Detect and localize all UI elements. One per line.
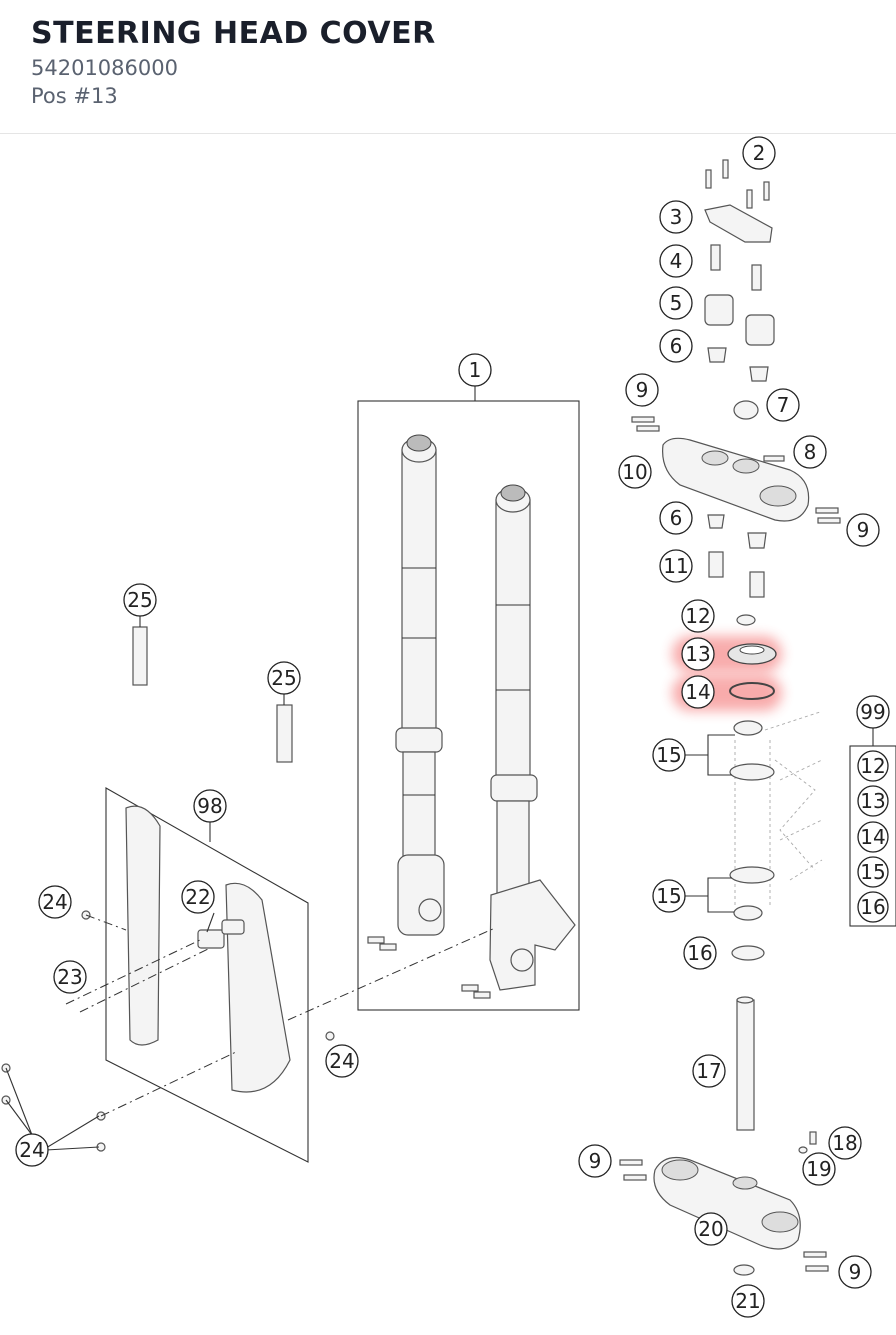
svg-text:23: 23	[57, 965, 82, 989]
callout-3[interactable]: 3	[659, 200, 693, 234]
kit-99-box	[849, 728, 896, 927]
svg-text:1: 1	[469, 358, 482, 382]
svg-text:9: 9	[589, 1149, 602, 1173]
svg-text:10: 10	[622, 460, 647, 484]
fork-leg-right	[489, 484, 576, 991]
exploded-parts-diagram: 1 2 3 4 5 6 7 8 9 10 9 6 11 12 13 14 15 …	[1, 136, 896, 1318]
callout-6-lower[interactable]: 6	[659, 501, 693, 535]
kit-99-item-12[interactable]: 12	[857, 750, 889, 782]
callout-9-upper-left[interactable]: 9	[625, 373, 659, 407]
svg-text:11: 11	[663, 554, 688, 578]
callout-9-lower-right[interactable]: 9	[838, 1255, 872, 1289]
callout-11[interactable]: 11	[659, 549, 693, 583]
callout-7[interactable]: 7	[766, 388, 800, 422]
callout-9-upper-right[interactable]: 9	[846, 513, 880, 547]
svg-text:24: 24	[329, 1049, 354, 1073]
svg-text:24: 24	[19, 1138, 44, 1162]
callout-4[interactable]: 4	[659, 244, 693, 278]
kit-99-item-16[interactable]: 16	[857, 891, 889, 923]
svg-text:13: 13	[685, 642, 710, 666]
callout-25-lower[interactable]: 25	[267, 661, 301, 695]
fork-bolts	[367, 936, 491, 999]
frame-head-outline	[734, 711, 823, 905]
position-label: Pos #13	[31, 84, 118, 108]
callout-19[interactable]: 19	[802, 1152, 836, 1186]
callout-99[interactable]: 99	[856, 695, 890, 729]
svg-text:12: 12	[860, 754, 885, 778]
callout-18[interactable]: 18	[828, 1126, 862, 1160]
svg-text:22: 22	[185, 885, 210, 909]
callout-14[interactable]: 14	[681, 675, 715, 709]
callout-23[interactable]: 23	[53, 960, 87, 994]
callout-22[interactable]: 22	[181, 880, 215, 914]
svg-text:13: 13	[860, 789, 885, 813]
callout-8[interactable]: 8	[793, 435, 827, 469]
callout-1[interactable]: 1	[458, 353, 492, 387]
leader-lines	[5, 912, 215, 1151]
fork-assembly	[357, 385, 580, 1011]
callout-15-upper[interactable]: 15	[652, 738, 686, 772]
svg-text:25: 25	[271, 666, 296, 690]
svg-text:24: 24	[42, 890, 67, 914]
svg-text:9: 9	[857, 518, 870, 542]
callout-12[interactable]: 12	[681, 599, 715, 633]
svg-text:98: 98	[197, 794, 222, 818]
callout-15-lower[interactable]: 15	[652, 879, 686, 913]
svg-text:6: 6	[670, 506, 683, 530]
kit-99-item-14[interactable]: 14	[857, 821, 889, 853]
svg-text:15: 15	[656, 743, 681, 767]
svg-text:99: 99	[860, 700, 885, 724]
svg-text:14: 14	[685, 680, 710, 704]
svg-text:3: 3	[670, 205, 683, 229]
svg-text:5: 5	[670, 291, 683, 315]
kit-99-item-13[interactable]: 13	[857, 785, 889, 817]
callout-13[interactable]: 13	[681, 637, 715, 671]
svg-text:20: 20	[698, 1217, 723, 1241]
callout-24-left[interactable]: 24	[38, 885, 72, 919]
fork-leg-left	[395, 434, 445, 936]
callout-24-middle[interactable]: 24	[325, 1044, 359, 1078]
svg-text:17: 17	[696, 1059, 721, 1083]
svg-text:15: 15	[860, 860, 885, 884]
svg-text:21: 21	[735, 1289, 760, 1313]
svg-text:8: 8	[804, 440, 817, 464]
svg-text:12: 12	[685, 604, 710, 628]
sticker-parts	[132, 616, 293, 763]
svg-text:7: 7	[777, 393, 790, 417]
svg-text:9: 9	[849, 1260, 862, 1284]
svg-text:4: 4	[670, 249, 683, 273]
svg-text:2: 2	[753, 141, 766, 165]
svg-text:6: 6	[670, 334, 683, 358]
callout-6-upper[interactable]: 6	[659, 329, 693, 363]
svg-text:16: 16	[687, 941, 712, 965]
svg-text:15: 15	[656, 884, 681, 908]
svg-text:25: 25	[127, 588, 152, 612]
callout-20[interactable]: 20	[694, 1212, 728, 1246]
callout-21[interactable]: 21	[731, 1284, 765, 1318]
svg-text:9: 9	[636, 378, 649, 402]
callout-24-bottom[interactable]: 24	[15, 1133, 49, 1167]
callout-9-lower-left[interactable]: 9	[578, 1144, 612, 1178]
svg-text:18: 18	[832, 1131, 857, 1155]
fork-protector-kit	[1, 787, 496, 1163]
callout-16[interactable]: 16	[683, 936, 717, 970]
steering-parts	[619, 159, 841, 1276]
callout-10[interactable]: 10	[618, 455, 652, 489]
callout-5[interactable]: 5	[659, 286, 693, 320]
callout-2[interactable]: 2	[742, 136, 776, 170]
svg-text:16: 16	[860, 895, 885, 919]
callout-25-upper[interactable]: 25	[123, 583, 157, 617]
bearing-brackets	[685, 734, 735, 913]
steering-head-cover-part	[727, 643, 777, 665]
part-number: 54201086000	[31, 56, 178, 80]
callout-17[interactable]: 17	[692, 1054, 726, 1088]
kit-99-item-15[interactable]: 15	[857, 856, 889, 888]
page-title: STEERING HEAD COVER	[31, 16, 436, 51]
svg-text:14: 14	[860, 825, 885, 849]
callout-98[interactable]: 98	[193, 789, 227, 823]
page-header: STEERING HEAD COVER 54201086000 Pos #13	[0, 0, 896, 134]
svg-text:19: 19	[806, 1157, 831, 1181]
